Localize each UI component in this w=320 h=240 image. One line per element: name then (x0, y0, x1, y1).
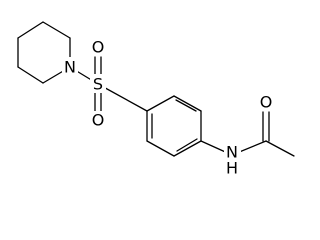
sulfonyl-o-top-text: O (92, 38, 105, 57)
bond-ar-inner-3 (175, 99, 197, 112)
bond-s-aryl (97, 83, 148, 112)
atom-label-sulfonyl-o-bottom: O (90, 111, 106, 130)
atom-label-sulfonyl-s: S (90, 74, 106, 94)
atom-label-amide-nh: N H (224, 139, 241, 178)
amide-n-text: N (226, 143, 238, 162)
atom-label-piperidine-n: N (62, 57, 78, 77)
bond-c-methyl (265, 140, 295, 157)
amide-h-text: H (226, 159, 238, 178)
sulfonyl-o-bottom-text: O (92, 111, 105, 130)
carbonyl-o-text: O (260, 93, 273, 112)
bond-ar-5 (173, 95, 202, 112)
molecule-diagram: N S O O N H O (17, 21, 295, 178)
atom-label-carbonyl-o: O (259, 92, 275, 112)
piperidine-ring (17, 21, 71, 84)
bond-ar-3 (173, 140, 202, 157)
carbonyl-group (262, 111, 270, 142)
sulfonyl-s-text: S (93, 75, 103, 94)
bond-ar-2 (146, 140, 175, 157)
bond-c4-c5 (17, 21, 44, 39)
structure-svg: N S O O N H O (17, 21, 295, 178)
bond-ar-inner-2 (176, 138, 198, 152)
atom-label-sulfonyl-o-top: O (90, 37, 106, 57)
piperidine-n-text: N (64, 58, 76, 77)
bond-c5-c6 (42, 21, 71, 39)
benzene-ring (146, 95, 202, 157)
bond-ar-6 (146, 95, 175, 112)
bond-c2-c3 (17, 66, 44, 84)
